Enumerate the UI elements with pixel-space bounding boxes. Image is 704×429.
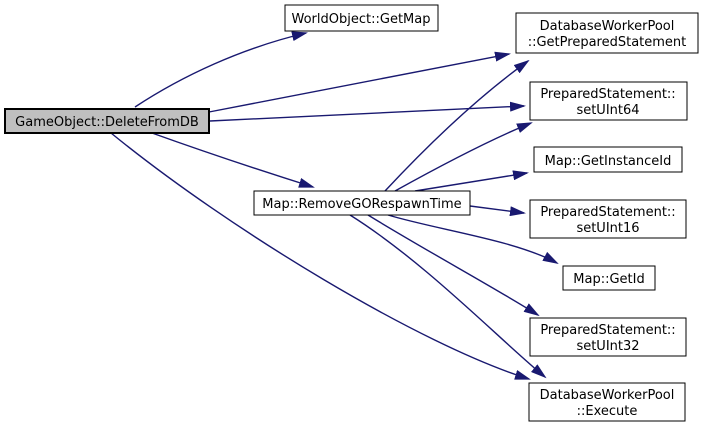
node-map-getid[interactable]: Map::GetId [562,265,656,291]
edge-deletefromdb-to-getpreparedstatement [208,51,511,113]
node-label: Map::RemoveGORespawnTime [262,197,461,212]
node-preparedstatement-setuint16[interactable]: PreparedStatement:: setUInt16 [529,199,687,239]
node-label: ::Execute [577,404,638,419]
edge-removego-to-setuint16 [469,205,526,217]
edge-removego-to-setuint64 [394,122,533,192]
node-label: DatabaseWorkerPool [540,19,675,34]
node-box [533,146,683,173]
edge-removego-to-getpreparedstatement [384,59,530,192]
node-label: WorldObject::GetMap [292,12,431,27]
node-box [253,190,471,216]
node-label: PreparedStatement:: [540,87,675,102]
node-box [529,199,687,239]
edge-deletefromdb-to-execute [110,132,531,380]
node-preparedstatement-setuint64[interactable]: PreparedStatement:: setUInt64 [529,81,688,121]
node-box [4,108,210,134]
node-box [562,265,656,291]
edge-removego-to-getinstanceid [414,170,529,192]
node-label: ::GetPreparedStatement [528,35,687,50]
node-label: DatabaseWorkerPool [540,388,675,403]
node-label: PreparedStatement:: [540,205,675,220]
node-label: Map::GetId [573,272,644,287]
node-label: Map::GetInstanceId [545,154,672,169]
edge-deletefromdb-to-getmap [134,31,308,108]
node-box [515,12,699,54]
node-preparedstatement-setuint32[interactable]: PreparedStatement:: setUInt32 [529,317,687,357]
node-label: setUInt32 [576,339,639,354]
node-map-getinstanceid[interactable]: Map::GetInstanceId [533,146,683,173]
node-map-removegorespawntime[interactable]: Map::RemoveGORespawnTime [253,190,471,216]
node-databaseworkerpool-execute[interactable]: DatabaseWorkerPool ::Execute [528,382,686,422]
node-label: setUInt64 [576,103,639,118]
node-label: PreparedStatement:: [540,323,675,338]
node-worldobject-getmap[interactable]: WorldObject::GetMap [284,4,439,32]
node-databaseworkerpool-getpreparedstatement[interactable]: DatabaseWorkerPool ::GetPreparedStatemen… [515,12,699,54]
node-box [528,382,686,422]
edge-group [110,31,559,380]
edge-removego-to-setuint32 [367,214,540,317]
edge-removego-to-getid [387,214,559,264]
edge-deletefromdb-to-setuint64 [209,101,526,122]
node-gameobject-deletefromdb[interactable]: GameObject::DeleteFromDB [4,108,210,134]
edge-removego-to-execute [349,214,547,379]
node-group: GameObject::DeleteFromDB WorldObject::Ge… [4,4,699,422]
node-label: setUInt16 [576,221,639,236]
node-box [529,317,687,357]
node-box [284,4,439,32]
edge-deletefromdb-to-removegorespawntime [151,132,315,188]
node-box [529,81,688,121]
node-label: GameObject::DeleteFromDB [15,115,199,130]
